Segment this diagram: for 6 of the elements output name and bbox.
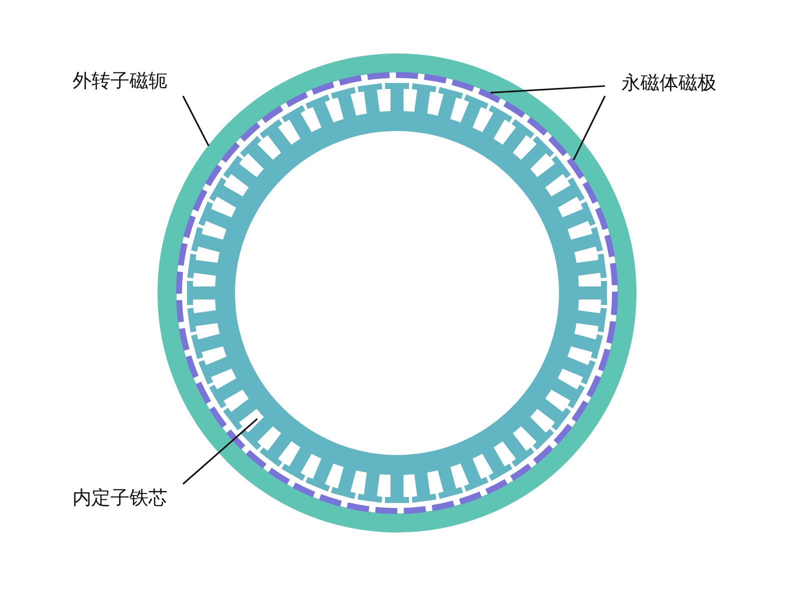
leader-line bbox=[572, 96, 606, 160]
part-label: 外转子磁轭 bbox=[72, 72, 168, 90]
leader-line bbox=[182, 96, 210, 146]
part-label: 内定子铁芯 bbox=[72, 488, 168, 508]
part-label: 永磁体磁极 bbox=[622, 74, 716, 92]
leader-line bbox=[490, 85, 606, 94]
